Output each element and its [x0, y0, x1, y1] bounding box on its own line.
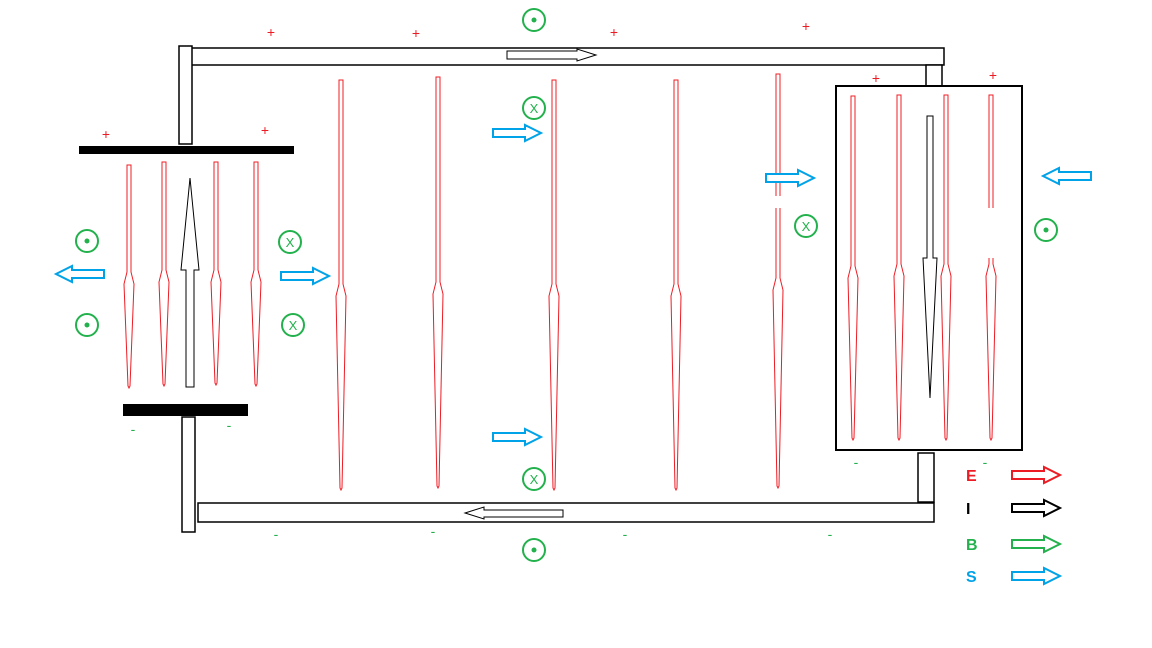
- b-out-of-page-battery-lower: [75, 313, 99, 337]
- negative-charge: -: [131, 421, 136, 437]
- positive-charge: +: [102, 126, 110, 142]
- battery-current-arrow: [180, 177, 200, 388]
- capacitor-top-plate: [79, 146, 294, 154]
- s-arrow-battery-out: [53, 264, 105, 284]
- legend-arrow: [1011, 498, 1063, 518]
- capacitor-bottom-plate: [123, 404, 248, 416]
- gap-e-line-4: [670, 79, 682, 492]
- legend: EI BS: [966, 465, 1063, 586]
- negative-charge: -: [854, 454, 859, 470]
- svg-text:X: X: [530, 472, 539, 487]
- gap-e-line-5: [772, 73, 784, 490]
- wire-current-arrow-top: [506, 48, 598, 62]
- svg-text:X: X: [286, 235, 295, 250]
- negative-charge: -: [983, 454, 988, 470]
- b-out-of-page-bottom: [522, 538, 546, 562]
- resistor-e-line-1: [847, 95, 859, 442]
- positive-charge: +: [872, 70, 880, 86]
- surface-charges: + + + + + + + + - - - - - - - -: [102, 18, 997, 542]
- b-out-of-page-top: [522, 8, 546, 32]
- resistor-current-arrow: [922, 115, 938, 399]
- legend-label: E: [966, 468, 977, 485]
- legend-item-b: B: [966, 534, 1063, 554]
- negative-charge: -: [431, 523, 436, 539]
- legend-item-s: S: [966, 566, 1063, 586]
- legend-item-i: I: [966, 498, 1063, 518]
- gap-e-line-1: [335, 79, 347, 492]
- b-into-page-battery-lower: X: [281, 313, 305, 337]
- bottom-wire: [181, 416, 935, 533]
- s-arrow-bottom: [492, 427, 544, 447]
- gap-e-line-3: [548, 79, 560, 492]
- b-into-page-top: X: [522, 96, 546, 120]
- wire-current-arrow-bottom: [463, 506, 564, 520]
- magnetic-field-symbols: X X X X X: [75, 8, 1058, 562]
- negative-charge: -: [623, 526, 628, 542]
- battery-e-line-3: [210, 161, 222, 387]
- legend-label: I: [966, 501, 970, 518]
- legend-arrow: [1011, 534, 1063, 554]
- top-wire: [178, 45, 945, 145]
- legend-label: B: [966, 537, 978, 554]
- legend-arrow: [1011, 465, 1063, 485]
- legend-arrow: [1011, 566, 1063, 586]
- resistor-e-line-3: [940, 94, 952, 442]
- poynting-arrows: [53, 123, 1092, 447]
- positive-charge: +: [261, 122, 269, 138]
- b-out-of-page-resistor-right: [1034, 218, 1058, 242]
- s-arrow-top: [492, 123, 544, 143]
- b-into-page-resistor-left: X: [794, 214, 818, 238]
- battery-e-line-1: [123, 164, 135, 390]
- b-out-of-page-battery-upper: [75, 229, 99, 253]
- s-arrow-into-resistor: [765, 168, 817, 188]
- negative-charge: -: [227, 417, 232, 433]
- negative-charge: -: [828, 526, 833, 542]
- resistor-e-line-4: [985, 94, 997, 442]
- svg-text:X: X: [289, 318, 298, 333]
- b-into-page-battery-upper: X: [278, 230, 302, 254]
- battery-e-line-2: [158, 161, 170, 388]
- b-into-page-bottom: X: [522, 467, 546, 491]
- s-arrow-resistor-side: [1040, 166, 1092, 186]
- resistor-e-line-2: [893, 94, 905, 442]
- svg-text:X: X: [530, 101, 539, 116]
- positive-charge: +: [989, 67, 997, 83]
- battery-e-line-4: [250, 161, 262, 388]
- legend-label: S: [966, 569, 977, 586]
- gap-e-line-2: [432, 76, 444, 490]
- positive-charge: +: [802, 18, 810, 34]
- s-arrow-battery-right: [280, 266, 332, 286]
- positive-charge: +: [610, 24, 618, 40]
- legend-item-e: E: [966, 465, 1063, 485]
- svg-text:X: X: [802, 219, 811, 234]
- positive-charge: +: [267, 24, 275, 40]
- negative-charge: -: [274, 526, 279, 542]
- electric-field-lines: [123, 73, 997, 492]
- positive-charge: +: [412, 25, 420, 41]
- resistor-box: [835, 85, 1023, 451]
